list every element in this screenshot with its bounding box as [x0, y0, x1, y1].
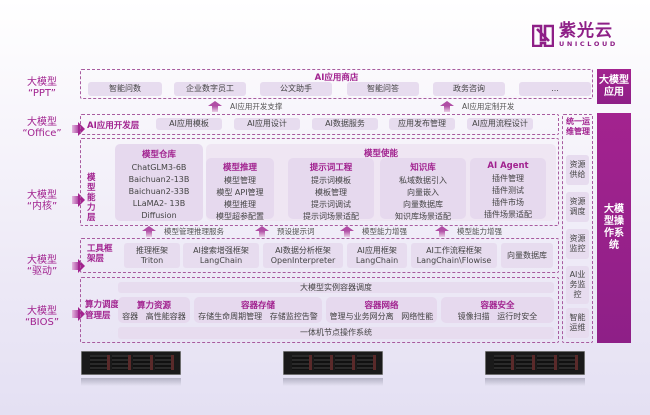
agent-group: AI Agent 插件管理 插件测试 插件市场 插件场景适配	[470, 158, 546, 219]
tool-layer-title: 工具框架层	[87, 244, 113, 264]
server-unit	[283, 351, 383, 386]
prompt-group: 提示词工程 提示词模板 模板管理 提示词调试 提示词场景适配	[288, 158, 374, 221]
instance-scheduling-bar: 大模型实例容器调度	[118, 282, 554, 293]
llm-os-bar: 大模型操作系统	[597, 113, 631, 343]
arrow-right-icon	[72, 259, 85, 273]
arrow-up-icon	[435, 226, 449, 237]
compute-group: 容器安全镜像扫描 运行时安全	[441, 297, 554, 323]
custom-arrow: AI应用定制开发	[440, 101, 514, 112]
ops-item: AI业务监控	[566, 266, 589, 304]
node-os-bar: 一体机节点操作系统	[118, 327, 554, 339]
server-icon	[485, 351, 585, 375]
tool-item: 向量数据库	[501, 243, 553, 268]
side-label-driver: 大模型“驱动”	[26, 255, 58, 277]
mid-arrow: 模型能力增强	[340, 226, 407, 237]
side-label-office: 大模型“Office”	[22, 117, 62, 139]
ops-item: 资源监控	[566, 229, 589, 259]
mid-arrow: 模型管理推理服务	[142, 226, 224, 237]
server-unit	[485, 351, 585, 386]
dev-item: 应用发布管理	[389, 118, 455, 130]
dev-layer: AI应用开发层 AI应用模板 AI应用设计 AI数据服务 应用发布管理 AI应用…	[80, 114, 559, 135]
unified-ops-column: 统一运维管理 资源供给 资源调度 资源监控 AI业务监控 智能运维	[562, 114, 593, 343]
app-store-layer: AI应用商店 智能问数 企业数字员工 公文助手 智能问答 政务咨询 ...	[80, 69, 593, 99]
dev-item: AI数据服务	[312, 118, 378, 130]
arrow-up-icon	[142, 226, 156, 237]
model-layer-title: 模型能力层	[87, 173, 96, 223]
unicloud-logo: 紫光云 UNICLOUD	[531, 20, 642, 50]
model-enable-panel: 模型使能 模型推理 模型管理 模型 API管理 模型推理 模型超参配置 提示词工…	[206, 144, 556, 221]
arrow-up-icon	[255, 226, 269, 237]
brand-name-en: UNICLOUD	[559, 40, 618, 48]
side-label-kernel: 大模型“内核”	[26, 190, 58, 212]
ops-item: 智能运维	[566, 308, 589, 338]
arrow-up-icon	[340, 226, 354, 237]
server-icon	[283, 351, 383, 375]
compute-management-layer: 算力调度管理层 大模型实例容器调度 算力资源容器 高性能容器 容器存储存储生命周…	[80, 277, 559, 343]
dev-item: AI应用模板	[156, 118, 222, 130]
compute-layer-title: 算力调度管理层	[85, 300, 120, 321]
ops-item: 资源调度	[566, 192, 589, 222]
app-item: ...	[519, 82, 591, 96]
compute-group: 容器网络管理与业务网分离 网络性能	[326, 297, 437, 323]
brand-name-cn: 紫光云	[559, 21, 613, 41]
model-repo-panel: 模型仓库 ChatGLM3-6B Baichuan2-13B Baichuan2…	[115, 144, 203, 221]
app-item: 智能问答	[347, 82, 419, 96]
llm-app-bar: 大模型应用	[597, 69, 631, 104]
server-icon	[81, 351, 181, 375]
compute-group: 算力资源容器 高性能容器	[118, 297, 190, 323]
mid-arrow: 预设提示词	[255, 226, 315, 237]
dev-item: AI应用流程设计	[467, 118, 533, 130]
mid-arrow: 模型能力增强	[435, 226, 502, 237]
app-item: 智能问数	[88, 82, 162, 96]
arrow-up-icon	[440, 101, 454, 112]
app-item: 政务咨询	[433, 82, 505, 96]
logo-mark-icon	[531, 23, 555, 48]
app-item: 企业数字员工	[174, 82, 246, 96]
compute-group: 容器存储存储生命周期管理 存储监控告警	[194, 297, 322, 323]
side-label-ppt: 大模型“PPT”	[27, 77, 57, 99]
knowledge-group: 知识库 私域数据引入 向量嵌入 向量数据库 知识库场景适配	[380, 158, 466, 221]
dev-layer-title: AI应用开发层	[87, 121, 140, 131]
arrow-right-icon	[72, 307, 85, 321]
arrow-up-icon	[208, 101, 222, 112]
support-arrow: AI应用开发支撑	[208, 101, 282, 112]
inference-group: 模型推理 模型管理 模型 API管理 模型推理 模型超参配置	[206, 158, 274, 221]
side-label-bios: 大模型“BIOS”	[24, 306, 60, 328]
ops-item: 资源供给	[566, 155, 589, 185]
model-capability-layer: 模型能力层 模型仓库 ChatGLM3-6B Baichuan2-13B Bai…	[80, 138, 559, 226]
dev-item: AI应用设计	[234, 118, 300, 130]
app-item: 公文助手	[260, 82, 332, 96]
app-store-title: AI应用商店	[314, 73, 359, 83]
arrow-right-icon	[72, 193, 85, 207]
server-unit	[81, 351, 181, 386]
arrow-right-icon	[72, 122, 85, 136]
